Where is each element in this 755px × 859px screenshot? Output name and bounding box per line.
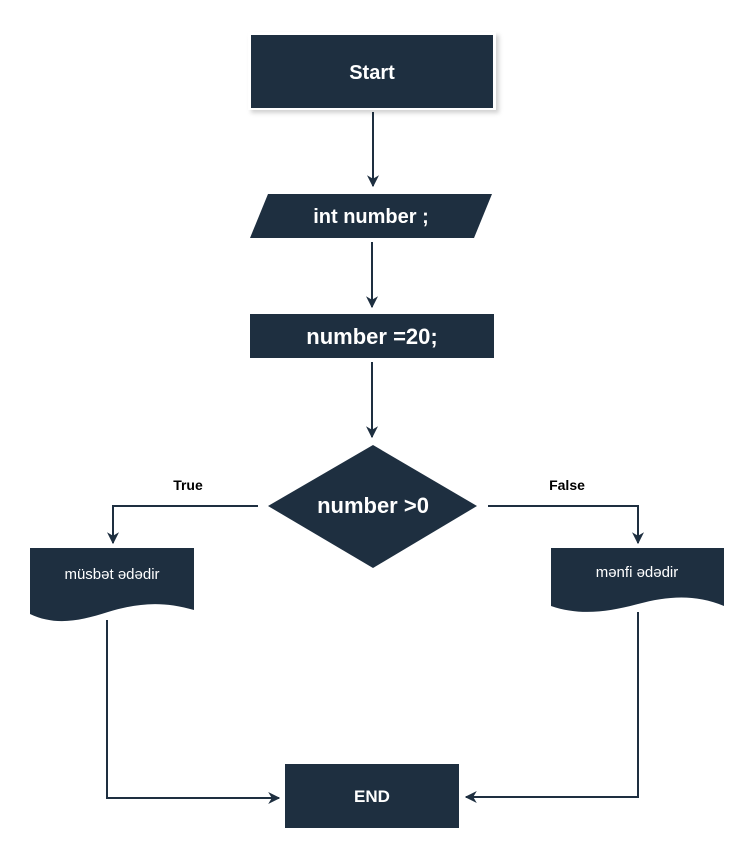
end-node: END [285, 764, 459, 828]
start-node-label: Start [349, 62, 395, 84]
edge-label-true: True [173, 477, 203, 493]
edge-decision-true [107, 505, 258, 545]
declare-node: int number ; [250, 194, 492, 238]
negative-output-label: mənfi ədədir [596, 564, 679, 581]
decision-node-label: number >0 [317, 493, 429, 518]
edges [106, 112, 644, 804]
edge-positive-to-end [106, 620, 281, 804]
declare-node-label: int number ; [313, 206, 429, 228]
edge-label-false: False [549, 477, 585, 493]
edge-decision-false [488, 505, 644, 545]
assign-node: number =20; [250, 314, 494, 358]
positive-output-label: müsbət ədədir [64, 566, 159, 583]
negative-output-node: mənfi ədədir [551, 548, 724, 612]
positive-output-node: müsbət ədədir [30, 548, 194, 622]
decision-node: number >0 [268, 445, 477, 568]
edge-negative-to-end [464, 612, 639, 803]
start-node: Start [248, 32, 496, 110]
assign-node-label: number =20; [306, 324, 437, 349]
end-node-label: END [354, 787, 390, 806]
